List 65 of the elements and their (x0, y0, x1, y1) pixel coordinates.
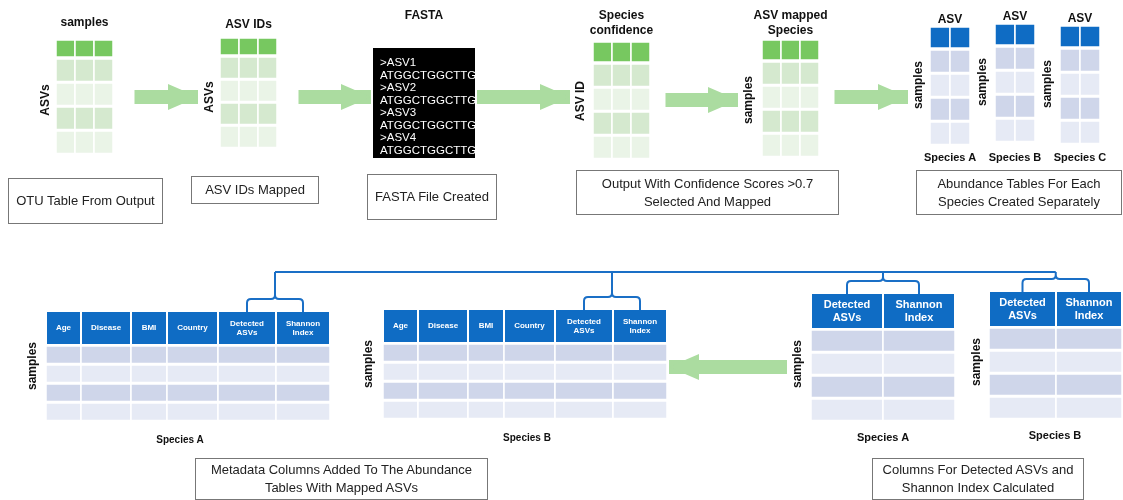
column-header: Shannon Index (276, 312, 330, 344)
sequence-text: ATGGCTGGCTTG (380, 118, 477, 132)
column-header: Shannon Index (613, 310, 667, 342)
block-arrow (477, 84, 570, 110)
column-header: Disease (81, 312, 131, 344)
column-label: ASV IDs (224, 17, 273, 32)
sequence-text: ATGGCTGGCTTG (380, 68, 477, 82)
caption-box: ASV IDs Mapped (191, 176, 319, 204)
column-header: Age (383, 310, 418, 342)
block-arrow (834, 84, 908, 110)
column-header: Shannon Index (1056, 292, 1122, 326)
column-header: Detected ASVs (989, 292, 1056, 326)
caption-box: FASTA File Created (367, 174, 497, 220)
column-header: Country (167, 312, 218, 344)
sequence-text: ATGGCTGGCTTG (380, 93, 477, 107)
caption-box: Metadata Columns Added To The Abundance Tables With Mapped ASVs (195, 458, 488, 500)
block-arrow (298, 84, 371, 110)
caption-box: Abundance Tables For Each Species Created Separately (916, 170, 1122, 215)
column-label: samples (59, 15, 110, 30)
column-label: ASV (1066, 11, 1094, 26)
column-header: Shannon Index (883, 294, 955, 328)
row-label: samples (361, 340, 375, 388)
column-header: Age (46, 312, 81, 344)
column-header: Detected ASVs (218, 312, 276, 344)
row-label: samples (790, 340, 804, 388)
row-label: ASVs (201, 81, 216, 113)
table-caption: Species A (922, 150, 978, 165)
caption-box: Output With Confidence Scores >0.7 Selected And Mapped (576, 170, 839, 215)
row-label: samples (975, 58, 989, 106)
bracket-connector (583, 271, 1090, 311)
sequence-id: >ASV1 (380, 56, 417, 69)
column-label: ASV (1001, 9, 1029, 24)
table-caption: Species A (155, 433, 205, 447)
caption-box: OTU Table From Output (8, 178, 163, 224)
sequence-id: >ASV3 (380, 106, 417, 119)
row-label: samples (969, 338, 983, 386)
table-title: FASTA (403, 8, 445, 23)
table-caption: Species C (1052, 150, 1108, 165)
bracket-connector (246, 271, 920, 313)
row-label: samples (1040, 60, 1054, 108)
column-header: BMI (131, 312, 167, 344)
table-caption: Species B (987, 150, 1043, 165)
block-arrow (665, 87, 738, 113)
column-header: Detected ASVs (555, 310, 613, 342)
table-caption: Species B (502, 431, 552, 445)
column-label: Species confidence (588, 8, 655, 38)
row-label: samples (741, 76, 755, 124)
column-header: Disease (418, 310, 468, 342)
row-label: ASV ID (573, 81, 587, 121)
column-header: Detected ASVs (811, 294, 883, 328)
sequence-text: ATGGCTGGCTTG (380, 143, 477, 157)
column-label: ASV (936, 12, 964, 27)
column-header: BMI (468, 310, 504, 342)
row-label: samples (25, 342, 39, 390)
block-arrow (134, 84, 198, 110)
sequence-id: >ASV4 (380, 131, 417, 144)
block-arrow (669, 354, 787, 380)
column-header: Country (504, 310, 555, 342)
caption-box: Columns For Detected ASVs and Shannon Index Calculated (872, 458, 1084, 500)
sequence-id: >ASV2 (380, 81, 417, 94)
row-label: samples (911, 61, 925, 109)
column-label: ASV mapped Species (752, 8, 829, 38)
row-label: ASVs (37, 84, 52, 116)
table-caption: Species B (1027, 428, 1083, 443)
table-caption: Species A (855, 430, 911, 445)
